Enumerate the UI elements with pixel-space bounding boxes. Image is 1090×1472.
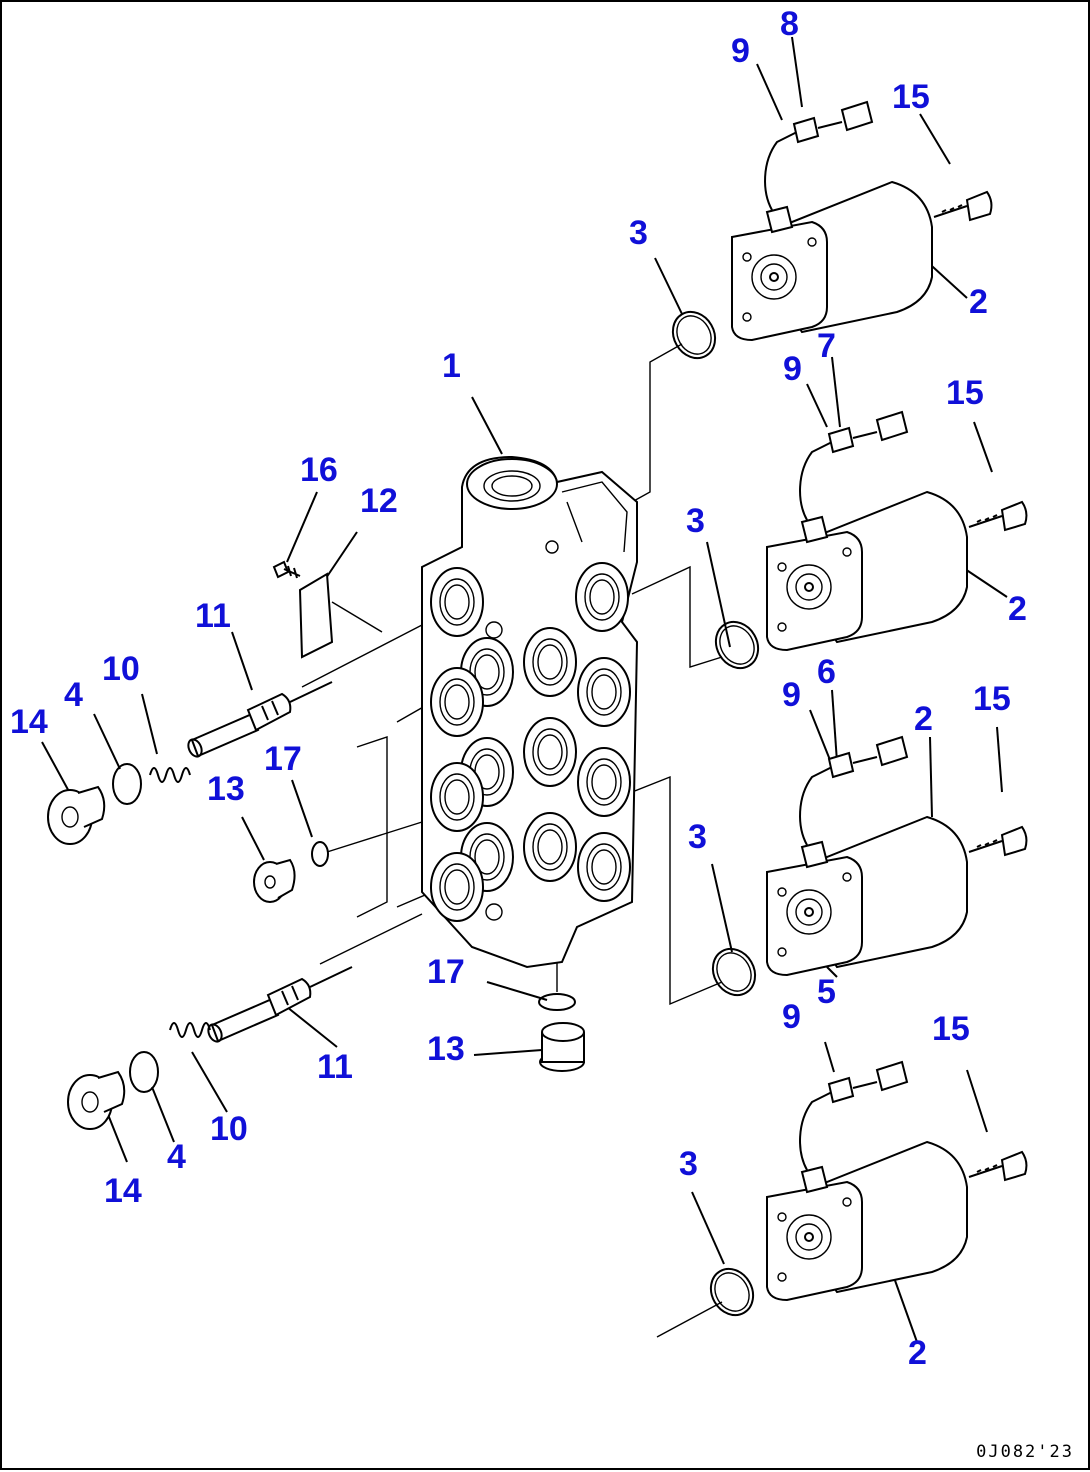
callout-10: 10	[210, 1110, 248, 1148]
callout-1: 1	[442, 347, 461, 385]
callout-17: 17	[264, 740, 302, 778]
o-ring-3c	[703, 940, 765, 1004]
callout-15: 15	[932, 1010, 970, 1048]
callout-3: 3	[686, 502, 705, 540]
callout-14: 14	[104, 1172, 142, 1210]
callout-14: 14	[10, 703, 48, 741]
callout-5: 5	[817, 973, 836, 1011]
callout-7: 7	[817, 327, 836, 365]
spring-10b	[169, 1022, 211, 1038]
callout-2: 2	[969, 283, 988, 321]
o-ring-3d	[701, 1260, 763, 1324]
callout-12: 12	[360, 482, 398, 520]
o-ring-4a	[112, 763, 142, 805]
o-ring-3a	[663, 303, 725, 367]
callout-17: 17	[427, 953, 465, 991]
leader-lines	[41, 36, 1008, 1343]
callout-15: 15	[973, 680, 1011, 718]
callout-2: 2	[914, 700, 933, 738]
callout-3: 3	[679, 1145, 698, 1183]
callout-3: 3	[688, 818, 707, 856]
solenoid-2b	[766, 411, 1028, 651]
spring-10a	[149, 767, 191, 783]
valve-body	[421, 455, 639, 969]
callout-9: 9	[782, 676, 801, 714]
callout-10: 10	[102, 650, 140, 688]
callout-15: 15	[946, 374, 984, 412]
o-ring-3b	[706, 613, 768, 677]
callout-11: 11	[195, 597, 231, 635]
callout-9: 9	[782, 998, 801, 1036]
solenoid-2c	[766, 736, 1028, 976]
callout-2: 2	[908, 1334, 927, 1372]
plug-14a	[47, 786, 106, 845]
solenoid-2a	[731, 101, 993, 341]
callout-2: 2	[1008, 590, 1027, 628]
plug-13a	[253, 858, 296, 903]
spool-11b	[204, 966, 353, 1045]
callout-15: 15	[892, 78, 930, 116]
callout-13: 13	[207, 770, 245, 808]
drawing-code: 0J082'23	[976, 1442, 1074, 1462]
plug-13b	[539, 1022, 585, 1072]
callout-11: 11	[317, 1048, 353, 1086]
callout-9: 9	[783, 350, 802, 388]
callout-4: 4	[64, 676, 83, 714]
o-ring-4b	[129, 1051, 159, 1093]
o-ring-17a	[311, 841, 329, 867]
solenoid-2d	[766, 1061, 1028, 1301]
callout-8: 8	[780, 5, 799, 43]
callout-3: 3	[629, 214, 648, 252]
callout-6: 6	[817, 653, 836, 691]
spool-11a	[184, 681, 333, 760]
callout-16: 16	[300, 451, 338, 489]
o-ring-17b	[538, 993, 576, 1011]
callout-9: 9	[731, 32, 750, 70]
callout-4: 4	[167, 1138, 186, 1176]
callout-13: 13	[427, 1030, 465, 1068]
plug-14b	[67, 1071, 126, 1130]
screw-and-plate	[272, 560, 334, 659]
